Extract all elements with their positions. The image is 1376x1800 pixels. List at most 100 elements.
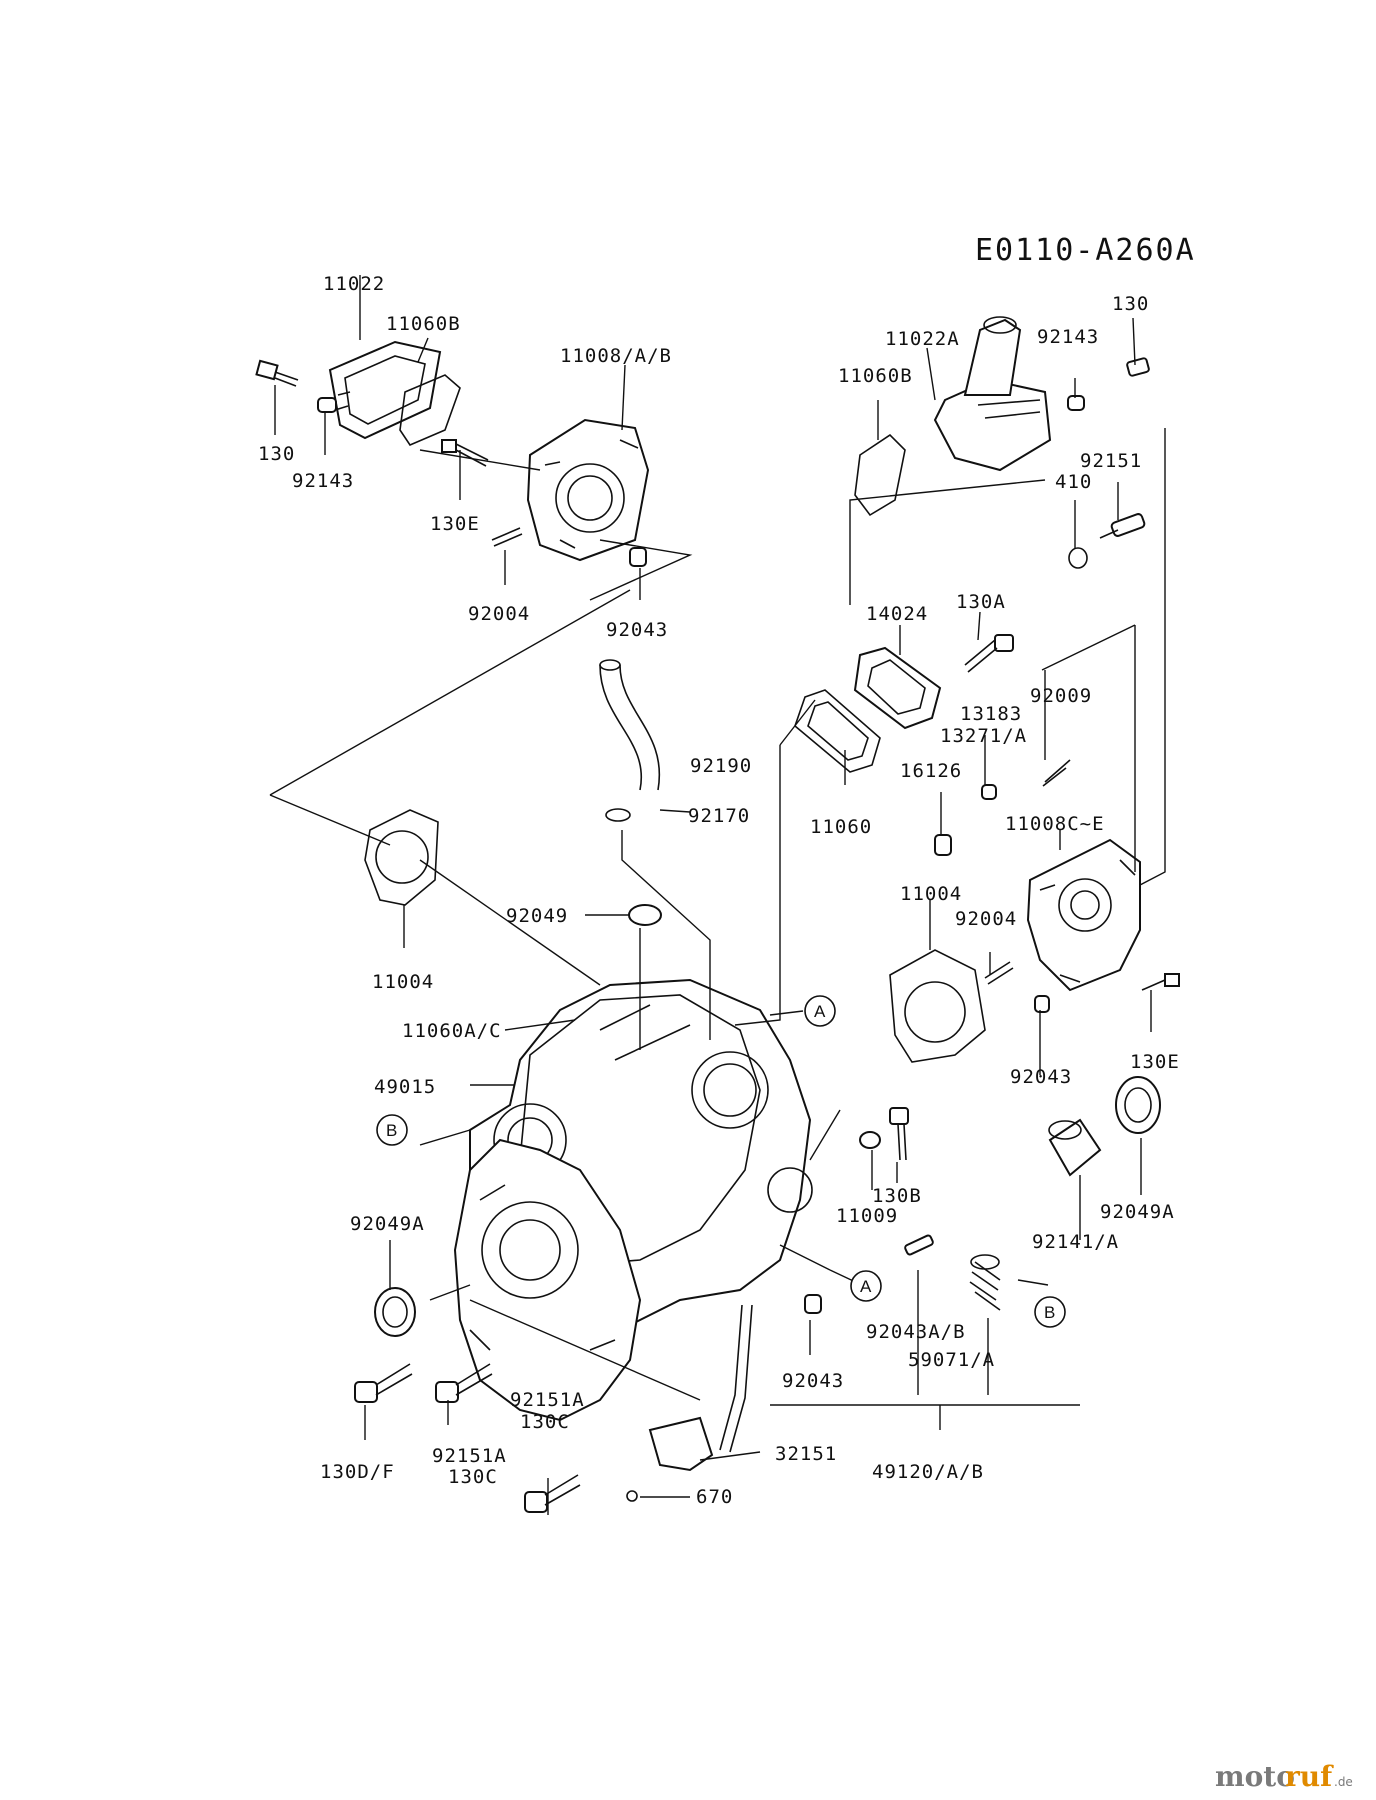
bolt-130-left [255, 359, 299, 387]
bolt-130c-lower [524, 1474, 581, 1513]
label-11004-left: 11004 [372, 971, 434, 993]
bolt-130e-right [1141, 973, 1180, 991]
dowel-92043-lower [804, 1294, 822, 1314]
label-16126: 16126 [900, 760, 962, 782]
bushing-92141 [1048, 1118, 1102, 1177]
svg-text:A: A [860, 1277, 872, 1296]
stud-92004-right [984, 961, 1014, 985]
breather-tube-92190 [599, 659, 661, 791]
pin-92143-left [317, 397, 337, 413]
bolt-130c-upper [435, 1363, 493, 1403]
plug-13183 [981, 784, 997, 800]
bolt-130b [889, 1107, 909, 1161]
diagram-code: E0110-A260A [975, 233, 1196, 268]
rocker-cover-right [933, 316, 1052, 472]
oring-670 [626, 1490, 638, 1502]
label-92043-lower: 92043 [782, 1370, 844, 1392]
label-130e-left: 130E [430, 513, 480, 535]
label-92049a-left: 92049A [350, 1213, 425, 1235]
label-92151a-lower: 92151A [432, 1445, 507, 1467]
rocker-cover-left [328, 340, 442, 440]
label-92151a-upper: 92151A [510, 1389, 585, 1411]
label-11060ac: 11060A/C [402, 1020, 502, 1042]
cover-14024 [853, 646, 942, 730]
spring-59071 [969, 1254, 1001, 1311]
label-92141a: 92141/A [1032, 1231, 1119, 1253]
bolt-130df [354, 1363, 413, 1403]
label-92004-left: 92004 [468, 603, 530, 625]
oil-seal-right [1115, 1076, 1161, 1134]
gasket-left [399, 374, 461, 446]
label-92049: 92049 [506, 905, 568, 927]
svg-text:.de: .de [1334, 1775, 1353, 1789]
pin-92043ab [904, 1234, 934, 1256]
dowel-16126 [934, 834, 952, 856]
bolt-130-right [1126, 357, 1150, 377]
label-130c-upper: 130C [520, 1411, 570, 1433]
leader-lines [269, 275, 1166, 1515]
label-11008c-e: 11008C~E [1005, 813, 1105, 835]
label-92143-left: 92143 [292, 470, 354, 492]
head-gasket-left [364, 809, 439, 906]
label-92049a-right: 92049A [1100, 1201, 1175, 1223]
head-gasket-right [889, 949, 986, 1063]
label-92043-right: 92043 [1010, 1066, 1072, 1088]
gasket-11060 [794, 689, 881, 773]
label-11060b-right: 11060B [838, 365, 913, 387]
svg-text:B: B [386, 1121, 397, 1140]
svg-text:ruf: ruf [1285, 1760, 1334, 1793]
label-11060b-left: 11060B [386, 313, 461, 335]
label-11004-right: 11004 [900, 883, 962, 905]
stud-92004-left [491, 527, 523, 547]
label-11022: 11022 [323, 273, 385, 295]
callout-b-right: B [1034, 1296, 1066, 1328]
label-92170: 92170 [688, 805, 750, 827]
watermark-logo: moto ruf .de [1215, 1760, 1353, 1793]
label-92190: 92190 [690, 755, 752, 777]
crankcase-cover-49015 [453, 1138, 642, 1422]
label-11060: 11060 [810, 816, 872, 838]
label-13183: 13183 [960, 703, 1022, 725]
callout-b-left: B [376, 1114, 408, 1146]
label-410: 410 [1055, 471, 1092, 493]
svg-text:moto: moto [1215, 1760, 1295, 1793]
bolt-130a [964, 634, 1014, 673]
svg-text:A: A [814, 1002, 826, 1021]
gasket-right [854, 433, 906, 517]
cap-92049 [628, 904, 662, 926]
label-14024: 14024 [866, 603, 928, 625]
oil-seal-left [374, 1287, 416, 1337]
washer-11009 [859, 1131, 881, 1149]
label-670: 670 [696, 1486, 733, 1508]
clamp-92170 [605, 808, 631, 822]
label-92043ab: 92043A/B [866, 1321, 966, 1343]
callout-a-lower: A [850, 1270, 882, 1302]
label-92151: 92151 [1080, 450, 1142, 472]
label-130e-right: 130E [1130, 1051, 1180, 1073]
label-130a: 130A [956, 591, 1006, 613]
label-59071a: 59071/A [908, 1349, 995, 1371]
label-130-left: 130 [258, 443, 295, 465]
dowel-92043-left [629, 547, 647, 567]
dipstick-tube-32151 [648, 1304, 753, 1472]
label-13271a: 13271/A [940, 725, 1027, 747]
bolt-130e-left [441, 439, 489, 467]
label-32151: 32151 [775, 1443, 837, 1465]
label-130-right: 130 [1112, 293, 1149, 315]
callout-a-upper: A [804, 995, 836, 1027]
oring-410 [1068, 547, 1088, 569]
label-130df: 130D/F [320, 1461, 395, 1483]
cylinder-head-left [526, 418, 650, 562]
label-49015: 49015 [374, 1076, 436, 1098]
label-92009: 92009 [1030, 685, 1092, 707]
label-49120ab: 49120/A/B [872, 1461, 984, 1483]
svg-text:B: B [1044, 1303, 1055, 1322]
fitting-92151 [1099, 513, 1146, 539]
cylinder-head-right [1026, 838, 1141, 992]
label-130b: 130B [872, 1185, 922, 1207]
label-92004-right: 92004 [955, 908, 1017, 930]
label-92143-right: 92143 [1037, 326, 1099, 348]
screw-92009 [1042, 759, 1071, 787]
dowel-92043-right [1034, 995, 1050, 1013]
